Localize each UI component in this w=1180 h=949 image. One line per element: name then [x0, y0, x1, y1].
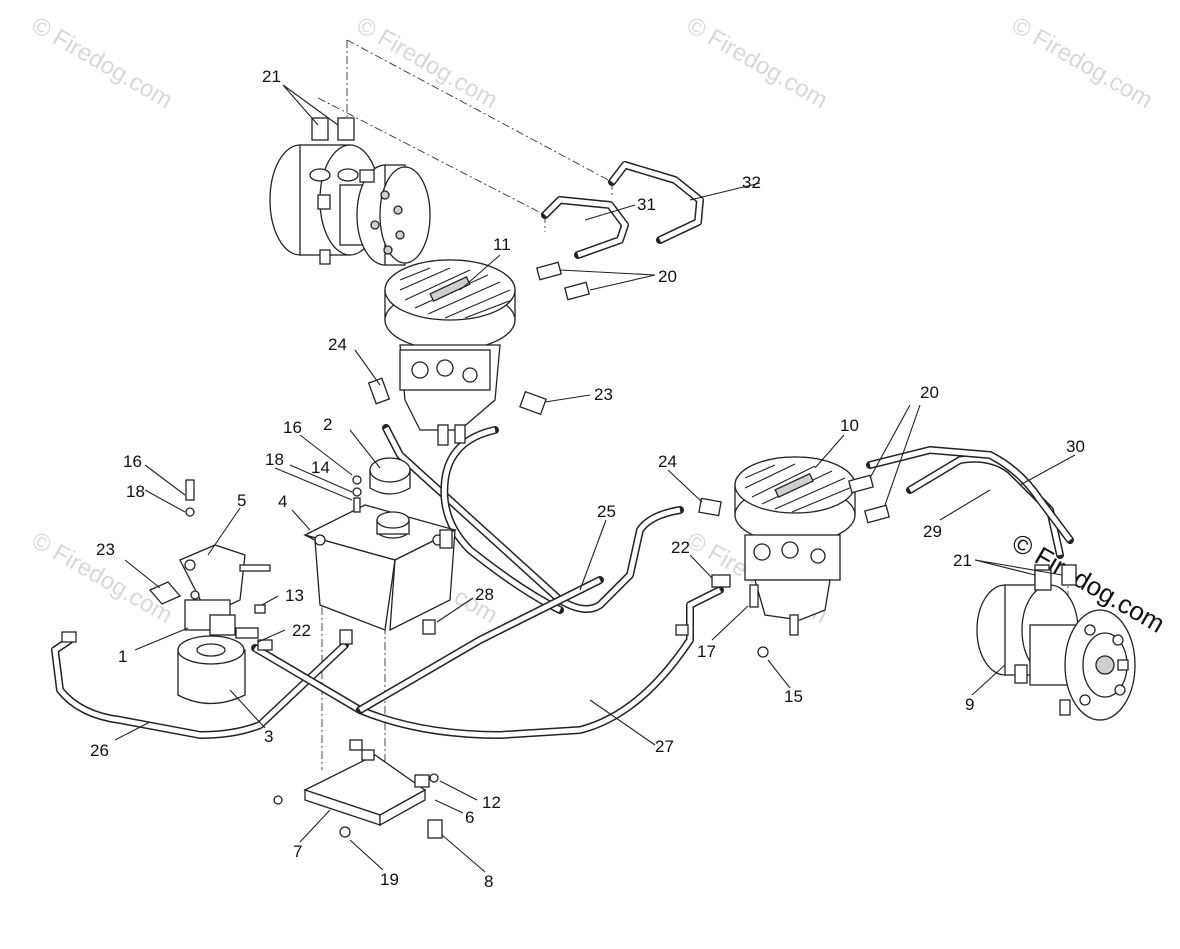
- callout-8: 8: [484, 872, 493, 891]
- callout-21: 21: [953, 551, 972, 570]
- callout-2: 2: [323, 415, 332, 434]
- hydraulic-motor-9: [976, 564, 1136, 721]
- reservoir-tank: [303, 457, 457, 645]
- callout-9: 9: [965, 695, 974, 714]
- filter-assembly: [61, 479, 273, 705]
- callout-7: 7: [293, 842, 302, 861]
- callout-18: 18: [126, 482, 145, 501]
- hose-fittings: [367, 261, 1052, 658]
- callout-16: 16: [123, 452, 142, 471]
- callout-15: 15: [784, 687, 803, 706]
- callout-31: 31: [637, 195, 656, 214]
- callout-23: 23: [96, 540, 115, 559]
- callout-12: 12: [482, 793, 501, 812]
- callout-1: 1: [118, 647, 127, 666]
- callout-20: 20: [658, 267, 677, 286]
- hose-lines: [51, 161, 1074, 739]
- callout-10: 10: [840, 416, 859, 435]
- watermark-text: © Firedog.com: [27, 12, 177, 114]
- callout-21: 21: [262, 67, 281, 86]
- callout-28: 28: [475, 585, 494, 604]
- callout-19: 19: [380, 870, 399, 889]
- mounting-bracket: [273, 739, 443, 839]
- callout-24: 24: [658, 452, 677, 471]
- callout-22: 22: [292, 621, 311, 640]
- callout-17: 17: [697, 642, 716, 661]
- hydraulic-pump-11: [384, 259, 516, 446]
- callout-3: 3: [264, 727, 273, 746]
- callout-4: 4: [278, 492, 287, 511]
- watermark-text: © Firedog.com: [682, 12, 832, 114]
- callout-24: 24: [328, 335, 347, 354]
- callout-13: 13: [285, 586, 304, 605]
- callout-11: 11: [493, 235, 511, 254]
- callout-18: 18: [265, 450, 284, 469]
- callout-6: 6: [465, 808, 474, 827]
- watermark-text: © Firedog.com: [1007, 12, 1157, 114]
- callout-32: 32: [742, 173, 761, 192]
- callout-26: 26: [90, 741, 109, 760]
- hydraulic-motor-top: [269, 117, 431, 266]
- callout-16: 16: [283, 418, 302, 437]
- hydraulic-pump-10: [734, 456, 856, 636]
- callout-20: 20: [920, 383, 939, 402]
- leader-lines: [114, 84, 1076, 873]
- callout-23: 23: [594, 385, 613, 404]
- watermark-text: © Firedog.com: [352, 12, 502, 114]
- callout-5: 5: [237, 491, 246, 510]
- callout-29: 29: [923, 522, 942, 541]
- callout-27: 27: [655, 737, 674, 756]
- callout-30: 30: [1066, 437, 1085, 456]
- callout-22: 22: [671, 538, 690, 557]
- watermark-group: © Firedog.com © Firedog.com © Firedog.co…: [27, 12, 1170, 639]
- callout-labels: 21 32 31 11 20 24 23 16 2 16 18 14 18 5 …: [90, 67, 1085, 891]
- callout-25: 25: [597, 502, 616, 521]
- callout-14: 14: [311, 458, 330, 477]
